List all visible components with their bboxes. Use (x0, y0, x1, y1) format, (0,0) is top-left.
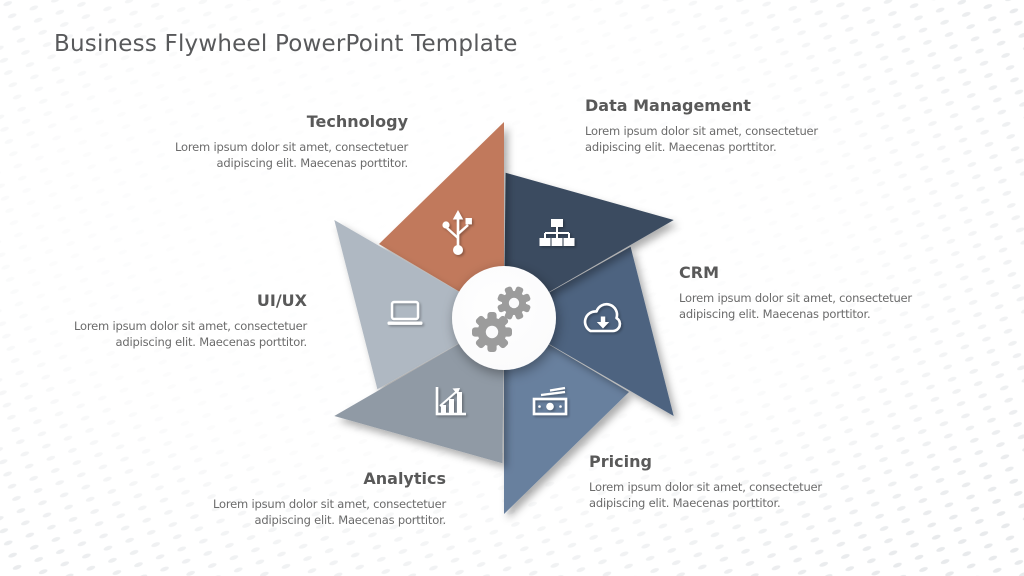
section-analytics: Analytics Lorem ipsum dolor sit amet, co… (186, 470, 446, 528)
section-title-crm: CRM (679, 263, 719, 282)
section-title-analytics: Analytics (363, 469, 446, 488)
section-body-line: adipiscing elit. Maecenas porttitor. (115, 334, 308, 349)
blade-technology (379, 122, 504, 318)
page-title: Business Flywheel PowerPoint Template (54, 31, 518, 57)
section-body-line: Lorem ipsum dolor sit amet, consectetuer (213, 497, 446, 511)
section-body-line: Lorem ipsum dolor sit amet, consectetuer (585, 124, 818, 138)
section-body-line: adipiscing elit. Maecenas porttitor. (254, 512, 447, 527)
section-title-uiux: UI/UX (256, 291, 307, 310)
section-body-line: Lorem ipsum dolor sit amet, consectetuer (589, 480, 822, 494)
section-body-line: Lorem ipsum dolor sit amet, consectetuer (74, 319, 307, 333)
section-body-line: Lorem ipsum dolor sit amet, consectetuer (175, 140, 408, 154)
money-icon (532, 386, 568, 416)
blade-data-management (504, 172, 674, 318)
blade-analytics (334, 318, 504, 464)
section-body-line: Lorem ipsum dolor sit amet, consectetuer (679, 291, 912, 305)
section-body-line: adipiscing elit. Maecenas porttitor. (216, 155, 409, 170)
section-crm: CRM Lorem ipsum dolor sit amet, consecte… (679, 264, 979, 322)
gears-icon (472, 286, 531, 352)
usb-icon (442, 210, 472, 255)
section-title-pricing: Pricing (589, 452, 652, 471)
section-title-data-management: Data Management (585, 96, 751, 115)
section-body-line: adipiscing elit. Maecenas porttitor. (679, 306, 871, 321)
section-body-line: adipiscing elit. Maecenas porttitor. (589, 495, 781, 510)
sitemap-icon (539, 219, 575, 246)
section-body-line: adipiscing elit. Maecenas porttitor. (585, 139, 777, 154)
section-pricing: Pricing Lorem ipsum dolor sit amet, cons… (589, 453, 889, 511)
section-technology: Technology Lorem ipsum dolor sit amet, c… (148, 113, 408, 171)
blade-pricing (504, 318, 629, 514)
section-uiux: UI/UX Lorem ipsum dolor sit amet, consec… (47, 292, 307, 350)
bar-chart-icon (435, 387, 466, 416)
laptop-icon (387, 300, 423, 325)
section-title-technology: Technology (306, 112, 408, 131)
cloud-download-icon (583, 302, 622, 333)
section-data-management: Data Management Lorem ipsum dolor sit am… (585, 97, 885, 155)
